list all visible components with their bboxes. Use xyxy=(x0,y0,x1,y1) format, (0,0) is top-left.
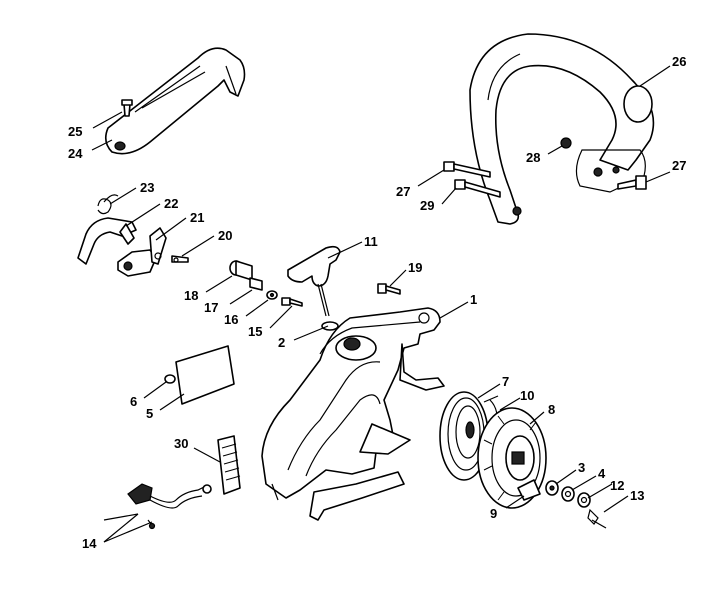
callout-18: 18 xyxy=(184,288,198,303)
callout-7: 7 xyxy=(502,374,509,389)
part-20-pin xyxy=(171,255,189,263)
part-30-grille xyxy=(217,435,241,495)
part-11-starter-grip xyxy=(287,245,341,317)
part-21-interlock-lever xyxy=(117,227,167,277)
callout-27-right: 27 xyxy=(672,158,686,173)
part-27-screw-left xyxy=(443,161,491,178)
part-16-washer xyxy=(266,290,278,300)
part-14-switch-wire xyxy=(127,483,212,530)
callout-25: 25 xyxy=(68,124,82,139)
part-5-label-plate xyxy=(175,345,235,405)
callout-26: 26 xyxy=(672,54,686,69)
callout-15: 15 xyxy=(248,324,262,339)
callout-14: 14 xyxy=(82,536,97,551)
part-29-screw xyxy=(454,179,501,198)
callout-9: 9 xyxy=(490,506,497,521)
callout-4: 4 xyxy=(598,466,606,481)
part-19-screw xyxy=(377,283,401,295)
callout-11: 11 xyxy=(364,234,378,249)
part-9-pawl xyxy=(517,479,541,501)
callout-1: 1 xyxy=(470,292,477,307)
part-24-hand-guard xyxy=(104,47,246,155)
callout-10: 10 xyxy=(520,388,534,403)
part-13-spring-clip xyxy=(587,508,607,529)
part-4-screw xyxy=(561,486,575,502)
callout-29: 29 xyxy=(420,198,434,213)
callout-19: 19 xyxy=(408,260,422,275)
part-27-screw-right xyxy=(617,175,647,190)
callout-2: 2 xyxy=(278,335,285,350)
callout-20: 20 xyxy=(218,228,232,243)
part-15-screw xyxy=(281,297,303,307)
part-25-screw xyxy=(121,99,133,117)
part-12-washer xyxy=(577,492,591,508)
callout-21: 21 xyxy=(190,210,204,225)
callout-labels: 25 24 23 22 21 20 11 19 18 1 17 16 15 2 … xyxy=(68,54,686,551)
callout-3: 3 xyxy=(578,460,585,475)
part-17-bushing xyxy=(249,277,263,291)
callout-28: 28 xyxy=(526,150,540,165)
callout-12: 12 xyxy=(610,478,624,493)
part-3-washer xyxy=(545,480,559,496)
callout-8: 8 xyxy=(548,402,555,417)
part-23-spring xyxy=(97,194,119,215)
leader-lines xyxy=(91,65,671,543)
callout-5: 5 xyxy=(146,406,153,421)
part-22-lever xyxy=(77,217,137,265)
callout-16: 16 xyxy=(224,312,238,327)
part-18-sleeve xyxy=(229,260,253,281)
callout-24: 24 xyxy=(68,146,83,161)
part-6-rivet xyxy=(164,374,176,384)
callout-6: 6 xyxy=(130,394,137,409)
callout-30: 30 xyxy=(174,436,188,451)
callout-23: 23 xyxy=(140,180,154,195)
part-1-fan-housing xyxy=(261,307,445,521)
callout-17: 17 xyxy=(204,300,218,315)
part-28-nut xyxy=(560,137,572,149)
callout-13: 13 xyxy=(630,488,644,503)
callout-22: 22 xyxy=(164,196,178,211)
callout-27-left: 27 xyxy=(396,184,410,199)
